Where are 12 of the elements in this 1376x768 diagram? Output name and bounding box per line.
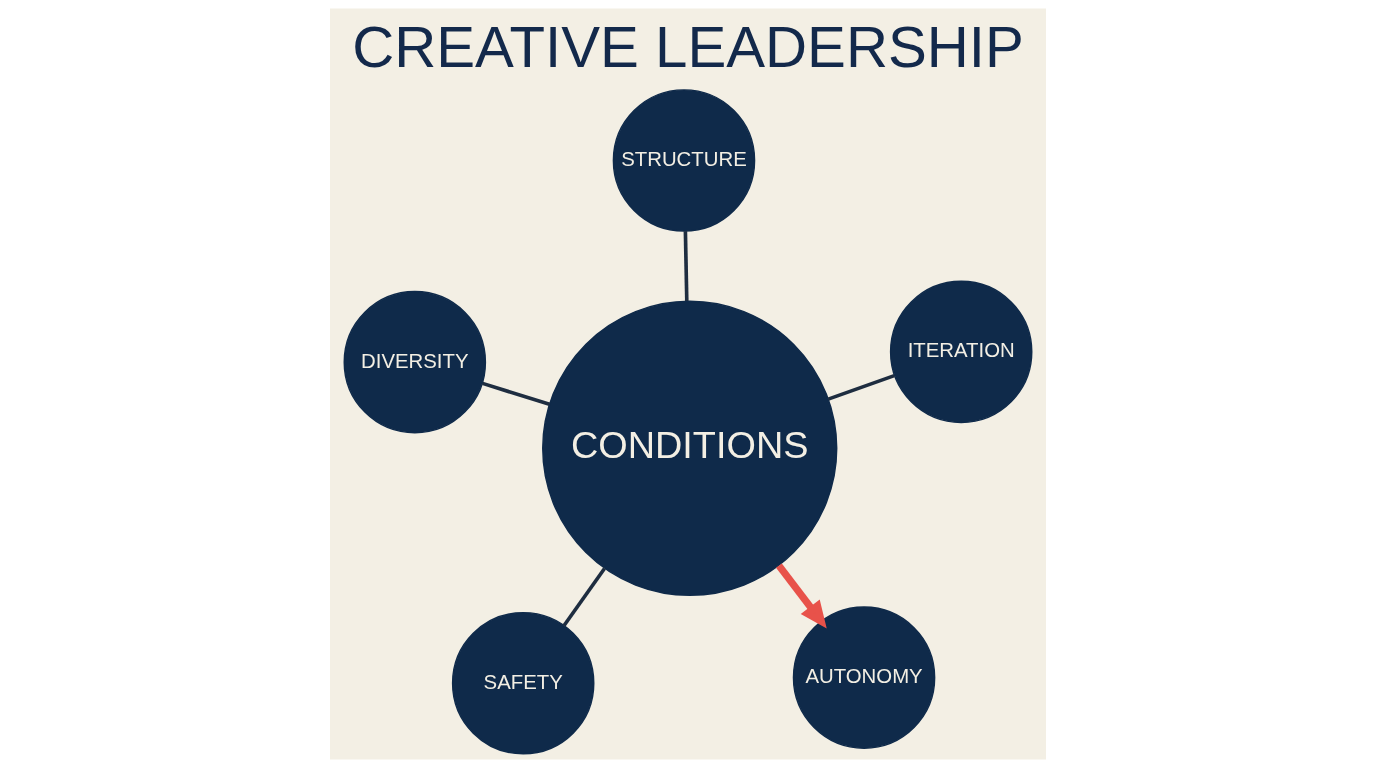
node-circle: AUTONOMY bbox=[792, 606, 936, 749]
connector bbox=[683, 231, 689, 302]
node-circle: SAFETY bbox=[451, 611, 595, 755]
diagram-title: CREATIVE LEADERSHIP bbox=[352, 13, 1024, 79]
node-circle: STRUCTURE bbox=[612, 89, 756, 232]
arrow bbox=[776, 563, 827, 629]
connector bbox=[827, 373, 895, 401]
node-circle: DIVERSITY bbox=[343, 290, 487, 434]
connector bbox=[562, 567, 606, 627]
node-circle: CONDITIONS bbox=[542, 300, 838, 597]
node-circle: ITERATION bbox=[889, 280, 1033, 424]
connector bbox=[482, 381, 550, 407]
